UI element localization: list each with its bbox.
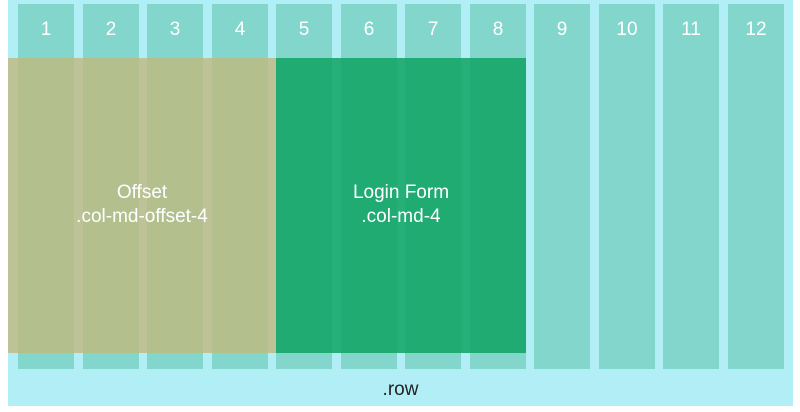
grid-column-number: 11	[681, 19, 701, 40]
grid-column-number: 2	[105, 19, 117, 40]
login-form-block	[276, 58, 526, 353]
grid-column	[599, 4, 655, 369]
grid-column-number: 7	[427, 19, 439, 40]
row-label: .row	[382, 379, 419, 400]
offset-class-name: .col-md-offset-4	[76, 206, 208, 227]
grid-column-number: 9	[556, 19, 568, 40]
offset-block-label: Offset .col-md-offset-4	[8, 181, 276, 229]
grid-column-number: 3	[169, 19, 181, 40]
grid-column-number: 1	[40, 19, 52, 40]
grid-column-number: 8	[492, 19, 504, 40]
login-form-class-name: .col-md-4	[361, 206, 441, 227]
grid-column-number: 12	[745, 19, 767, 40]
grid-column	[534, 4, 590, 369]
grid-column-number: 4	[234, 19, 246, 40]
grid-column-number: 5	[298, 19, 310, 40]
offset-block	[8, 58, 276, 353]
offset-title: Offset	[116, 182, 168, 203]
grid-column	[663, 4, 719, 369]
grid-column-number: 10	[616, 19, 638, 40]
grid-column-number: 6	[363, 19, 375, 40]
grid-column	[728, 4, 784, 369]
login-form-title: Login Form	[352, 182, 450, 203]
login-form-block-label: Login Form .col-md-4	[276, 181, 526, 229]
